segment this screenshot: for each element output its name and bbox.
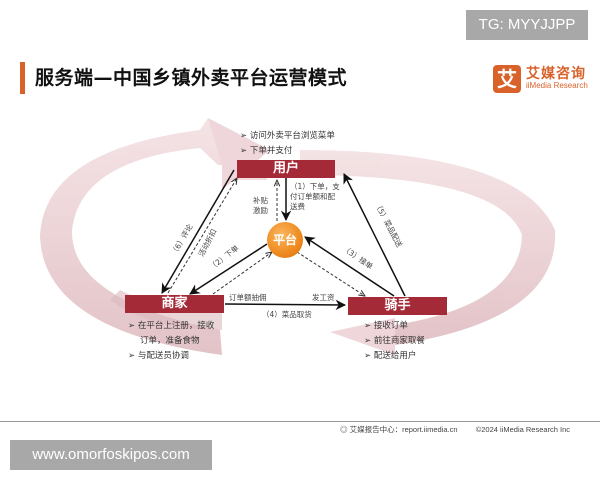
node-user: 用户 xyxy=(237,160,335,178)
edge-platform-to-merchant xyxy=(189,243,268,295)
edge-label-4: （4）菜品取货 xyxy=(262,310,312,319)
node-platform: 平台 xyxy=(267,222,303,258)
edge-merchant-commission-platform xyxy=(212,252,272,295)
footer-source: 艾媒报告中心：report.iimedia.cn xyxy=(349,425,458,434)
node-merchant: 商家 xyxy=(125,295,224,313)
rider-bullet: 接收订单 xyxy=(364,319,425,334)
edge-label-1: （1）下单，支 付订单额和配 送费 xyxy=(290,182,340,212)
logo-name-en: iiMedia Research xyxy=(526,81,588,90)
edge-merchant-to-rider xyxy=(224,299,347,311)
edge-label-1-line: （1）下单，支 xyxy=(290,182,340,191)
edge-label-commission: 订单额抽佣 xyxy=(229,293,267,302)
rider-bullets: 接收订单 前往商家取餐 配送给用户 xyxy=(364,319,425,364)
edge-label-subsidy: 补贴 激励 xyxy=(253,196,268,216)
merchant-bullet-cont: 订单，准备食物 xyxy=(140,336,200,346)
edge-rider-to-platform xyxy=(304,236,395,297)
merchant-bullets: 在平台上注册，接收 订单，准备食物 与配送员协调 xyxy=(128,319,215,364)
user-bullets: 访问外卖平台浏览菜单 下单并支付 xyxy=(240,129,335,159)
user-bullet: 下单并支付 xyxy=(240,144,335,159)
watermark-bottom: www.omorfoskipos.com xyxy=(10,440,212,470)
title-accent-bar xyxy=(20,62,25,94)
footer-copyright: ©2024 iiMedia Research Inc xyxy=(475,425,571,434)
footer: ◎ 艾媒报告中心：report.iimedia.cn ©2024 iiMedia… xyxy=(340,424,570,435)
edge-merchant-discount-user xyxy=(167,178,237,294)
merchant-bullet: 在平台上注册，接收 xyxy=(128,319,215,334)
edge-platform-wage-rider xyxy=(296,251,365,296)
imedia-logo-icon: 艾 xyxy=(493,65,521,93)
edge-label-subsidy-line: 补贴 xyxy=(253,196,268,205)
edge-label-1-line: 付订单额和配 xyxy=(290,192,335,201)
edge-user-to-merchant xyxy=(161,169,235,294)
watermark-top: TG: MYYJJPP xyxy=(466,10,588,40)
edge-rider-to-user xyxy=(343,173,406,297)
edge-label-1-line: 送费 xyxy=(290,202,305,211)
node-rider: 骑手 xyxy=(348,297,447,315)
edge-label-subsidy-line: 激励 xyxy=(253,206,268,215)
page-title: 服务端—中国乡镇外卖平台运营模式 xyxy=(35,67,348,89)
rider-bullet: 配送给用户 xyxy=(364,349,425,364)
edge-label-wage: 发工资 xyxy=(312,293,335,302)
footer-divider xyxy=(0,421,600,422)
logo-name-cn: 艾媒咨询 xyxy=(526,66,586,82)
user-bullet: 访问外卖平台浏览菜单 xyxy=(240,129,335,144)
rider-bullet: 前往商家取餐 xyxy=(364,334,425,349)
merchant-bullet: 与配送员协调 xyxy=(128,349,214,364)
report-center-icon: ◎ xyxy=(340,425,350,434)
